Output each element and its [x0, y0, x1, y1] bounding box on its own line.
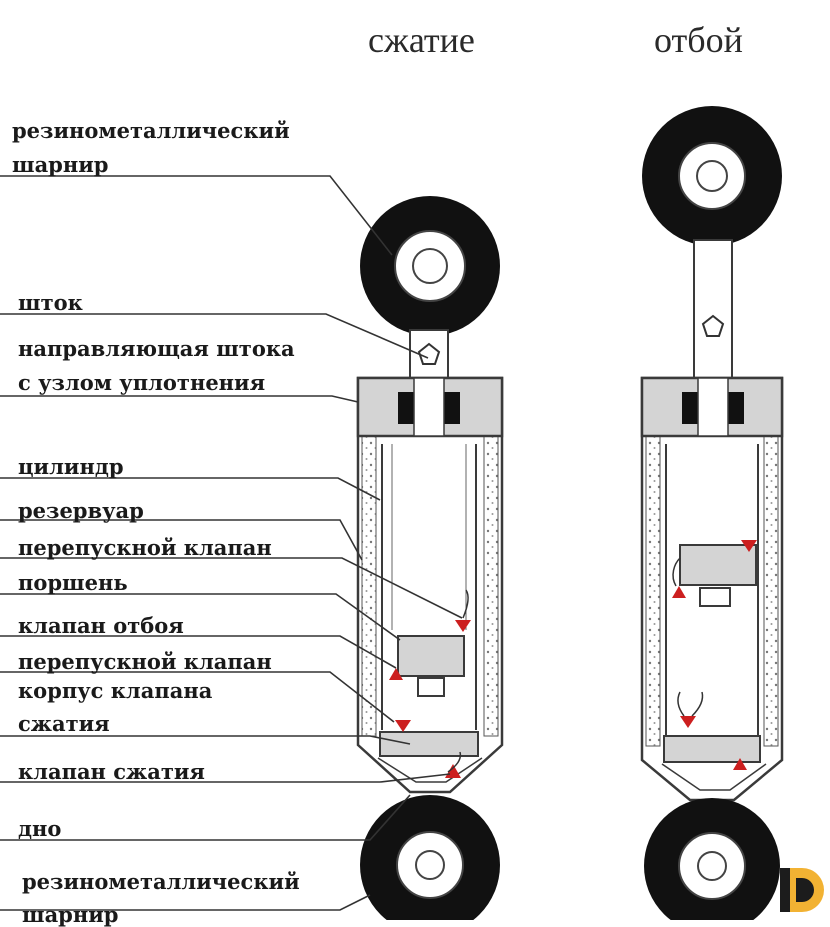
- label-rod-guide-line1: направляющая штока: [18, 336, 295, 361]
- outer-body-compression: [356, 376, 504, 794]
- label-valve-body-line1: корпус клапана: [18, 678, 213, 703]
- rebound-shock: [640, 106, 784, 920]
- label-bottom: дно: [18, 816, 62, 841]
- label-bottom-mount-line2: шарнир: [22, 902, 119, 927]
- label-valve-body-line2: сжатия: [18, 711, 110, 736]
- top-mount-rebound: [642, 106, 782, 246]
- reservoir-left-compression: [361, 435, 377, 737]
- top-mount-compression: [360, 196, 500, 336]
- bottom-mount-rebound: [644, 798, 780, 920]
- label-bypass-valve-2: перепускной клапан: [18, 649, 272, 674]
- reservoir-right-compression: [483, 435, 499, 737]
- piston-rebound: [679, 544, 757, 586]
- flow-arrows-rebound: [672, 540, 757, 770]
- compression-shock: [356, 196, 504, 920]
- valve-body-compression: [379, 731, 479, 757]
- label-piston: поршень: [18, 570, 128, 595]
- heading-compression: сжатие: [368, 20, 475, 60]
- heading-rebound: отбой: [654, 20, 743, 60]
- valve-body-rebound: [663, 735, 761, 763]
- label-rebound-valve: клапан отбоя: [18, 613, 184, 638]
- label-top-mount-line2: шарнир: [12, 152, 109, 177]
- label-rod-guide-line2: с узлом уплотнения: [18, 370, 266, 395]
- rod-pentagon-mark: [417, 342, 441, 365]
- label-top-mount-line1: резинометаллический: [12, 118, 290, 143]
- piston-compression: [397, 635, 465, 677]
- label-reservoir: резервуар: [18, 498, 144, 523]
- bottom-mount-compression: [360, 795, 500, 920]
- label-bottom-mount-line1: резинометаллический: [22, 869, 300, 894]
- d-brand-logo-icon: [780, 868, 824, 912]
- label-bypass-valve-1: перепускной клапан: [18, 535, 272, 560]
- leader-lines: [0, 175, 463, 911]
- label-rod: шток: [18, 290, 83, 315]
- label-compression-valve: клапан сжатия: [18, 759, 205, 784]
- label-cylinder: цилиндр: [18, 454, 124, 479]
